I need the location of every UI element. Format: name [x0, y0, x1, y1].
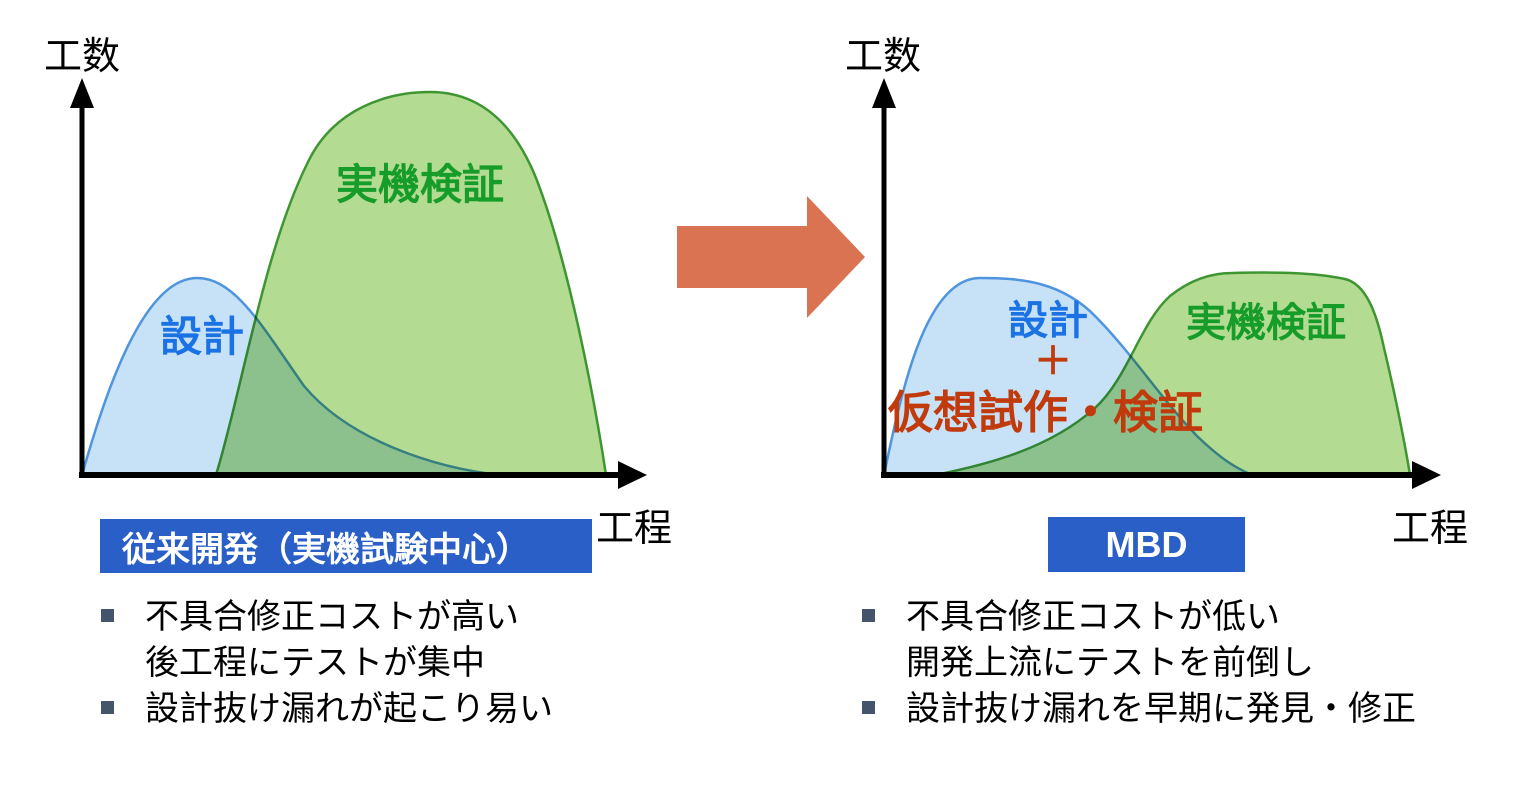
right-chart-plot [872, 78, 1441, 489]
left-x-axis-arrow-icon [618, 461, 647, 489]
bullet-text: 不具合修正コストが高い [145, 598, 519, 636]
right-bullet-list: 不具合修正コストが低い 開発上流にテストを前倒し 設計抜け漏れを早期に発見・修正 [862, 594, 1416, 732]
right-x-axis-arrow-icon [1412, 461, 1441, 489]
left-real-verification-curve [214, 90, 608, 477]
bullet-text: 不具合修正コストが低い [906, 598, 1280, 636]
bullet-text: 後工程にテストが集中 [145, 644, 485, 682]
bullet-text: 設計抜け漏れが起こり易い [145, 690, 553, 728]
right-chart-title: MBD [1105, 523, 1188, 565]
left-y-axis-label: 工数 [44, 36, 121, 78]
right-y-axis-arrow-icon [872, 78, 896, 108]
bullet-text: 設計抜け漏れを早期に発見・修正 [906, 690, 1416, 728]
bullet-square-icon [101, 609, 114, 622]
left-design-curve-label: 設計 [160, 313, 245, 360]
left-chart-title-box: 従来開発（実機試験中心） [100, 519, 592, 573]
list-item: 設計抜け漏れを早期に発見・修正 [862, 686, 1416, 732]
left-y-axis-arrow-icon [70, 78, 94, 108]
left-design-curve [80, 276, 501, 477]
list-item: 開発上流にテストを前倒し [862, 640, 1416, 686]
right-y-axis-label: 工数 [845, 36, 922, 78]
right-chart-title-box: MBD [1048, 517, 1245, 572]
list-item: 設計抜け漏れが起こり易い [101, 686, 553, 732]
left-x-axis-label: 工程 [596, 508, 673, 550]
transition-right-arrow-icon [677, 196, 865, 318]
list-item: 後工程にテストが集中 [101, 640, 553, 686]
right-x-axis-label: 工程 [1392, 508, 1469, 550]
right-verification-curve-label: 実機検証 [1186, 301, 1346, 345]
right-virtual-prototype-label: 仮想試作・検証 [888, 387, 1204, 438]
list-item: 不具合修正コストが低い [862, 594, 1416, 640]
left-chart-plot [70, 78, 647, 489]
left-bullet-list: 不具合修正コストが高い 後工程にテストが集中 設計抜け漏れが起こり易い [101, 594, 553, 732]
right-design-curve-label: 設計 [1008, 299, 1088, 343]
left-verification-curve-label: 実機検証 [336, 161, 505, 208]
list-item: 不具合修正コストが高い [101, 594, 553, 640]
left-chart-title: 従来開発（実機試験中心） [122, 530, 530, 569]
right-design-virtual-curve [882, 276, 1253, 477]
right-plus-sign: ＋ [1034, 341, 1073, 383]
bullet-square-icon [862, 609, 875, 622]
bullet-square-icon [862, 701, 875, 714]
bullet-text: 開発上流にテストを前倒し [906, 644, 1314, 682]
bullet-square-icon [101, 701, 114, 714]
